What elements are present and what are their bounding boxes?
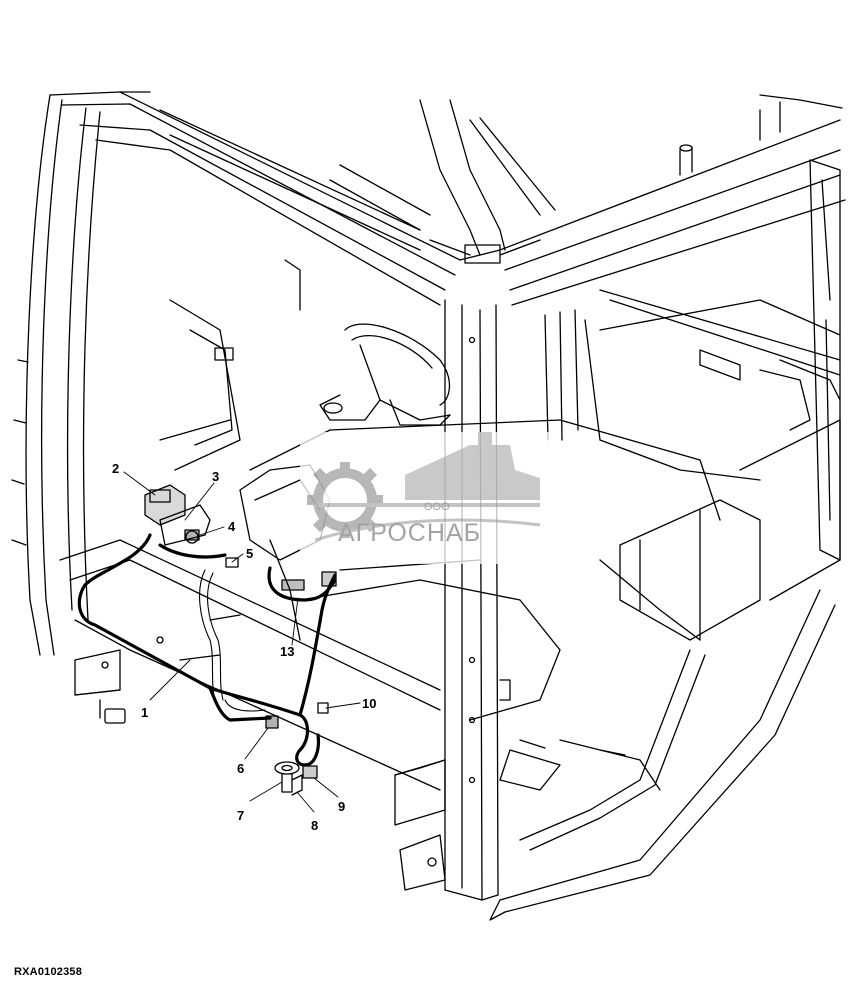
component-module-3 xyxy=(159,504,211,546)
harvester-logo-icon xyxy=(405,432,540,500)
component-connector-5 xyxy=(225,557,239,568)
right-rear-frame xyxy=(544,159,841,561)
watermark-name: АГРОСНАБ xyxy=(338,519,481,547)
left-floor-rail xyxy=(59,539,441,791)
leader-lines xyxy=(123,471,361,813)
agrosnab-watermark: ООО АГРОСНАБ xyxy=(300,432,550,564)
component-connector-6 xyxy=(265,715,279,729)
callout-4: 4 xyxy=(228,519,236,534)
callout-2: 2 xyxy=(112,461,119,476)
component-connector-4 xyxy=(184,529,200,541)
component-connector-13 xyxy=(281,571,337,591)
wiring-harness-outline xyxy=(199,569,266,712)
lower-brackets xyxy=(394,739,561,891)
component-switch-2 xyxy=(144,484,186,526)
component-clip-9 xyxy=(302,765,318,779)
reference-code: RXA0102358 xyxy=(14,966,83,978)
right-step-frame xyxy=(489,419,841,921)
component-grommet-7 xyxy=(274,761,300,793)
left-door-post xyxy=(159,259,301,471)
callout-6: 6 xyxy=(237,761,244,776)
callout-labels: 2 3 4 5 13 1 10 6 7 8 9 xyxy=(112,461,376,833)
callout-8: 8 xyxy=(311,818,318,833)
watermark-prefix: ООО xyxy=(424,501,450,513)
callout-3: 3 xyxy=(212,469,219,484)
gear-logo-icon xyxy=(307,462,383,538)
left-a-pillar xyxy=(11,94,101,656)
callout-10: 10 xyxy=(362,696,376,711)
center-b-pillar xyxy=(444,299,511,901)
callout-1: 1 xyxy=(141,705,148,720)
callout-7: 7 xyxy=(237,808,244,823)
roof-frame xyxy=(49,91,846,306)
roof-center-brace xyxy=(329,99,556,264)
callout-9: 9 xyxy=(338,799,345,814)
callout-5: 5 xyxy=(246,546,253,561)
callout-13: 13 xyxy=(280,644,294,659)
